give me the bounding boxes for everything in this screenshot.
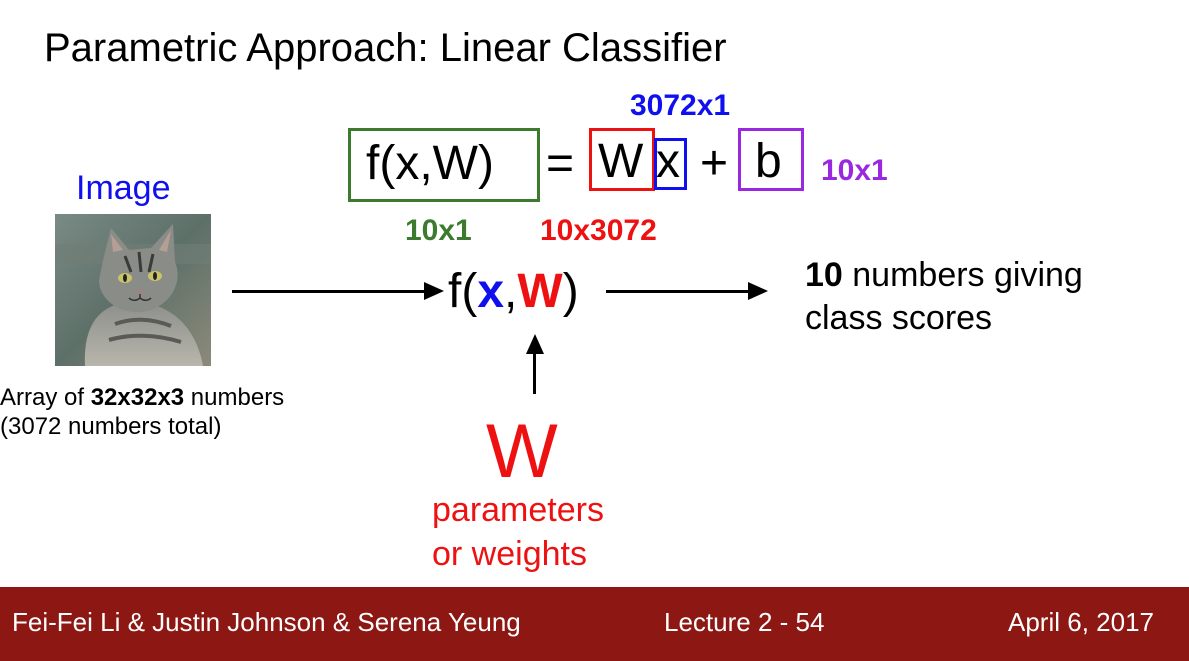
- slide-footer: Fei-Fei Li & Justin Johnson & Serena Yeu…: [0, 587, 1189, 661]
- dim-b-label: 10x1: [821, 154, 888, 187]
- equation-lhs: f(x,W): [366, 137, 494, 190]
- caption-pre: Array of: [0, 384, 91, 411]
- output-line1-rest: numbers giving: [842, 256, 1083, 294]
- w-box: [589, 128, 655, 191]
- weights-label-line1: parameters: [432, 491, 604, 529]
- fn-comma: ,: [504, 265, 518, 318]
- arrow-output-line: [606, 290, 751, 293]
- x-box: [654, 138, 687, 190]
- equation-plus: +: [700, 137, 729, 190]
- fn-close: ): [562, 265, 579, 318]
- arrow-weights-head: [526, 334, 544, 354]
- arrow-weights-line: [533, 352, 536, 394]
- footer-authors: Fei-Fei Li & Justin Johnson & Serena Yeu…: [12, 607, 521, 637]
- cat-image: [55, 214, 211, 366]
- dim-x-label: 3072x1: [630, 89, 731, 122]
- weights-symbol: W: [486, 409, 558, 494]
- arrow-output-head: [748, 282, 768, 300]
- caption-bold-dims: 32x32x3: [90, 384, 185, 411]
- fn-x: x: [477, 265, 505, 318]
- image-label: Image: [76, 169, 171, 207]
- dim-f-label: 10x1: [405, 214, 472, 247]
- lhs-box: [348, 128, 540, 202]
- fn-open: f(: [448, 265, 478, 318]
- equation-w: W: [598, 135, 644, 188]
- output-line1: 10 numbers giving: [805, 255, 1083, 295]
- footer-date: April 6, 2017: [1008, 607, 1154, 637]
- weights-label-line2: or weights: [432, 535, 587, 573]
- caption-post: numbers: [184, 384, 285, 411]
- function-node: f(x,W): [448, 264, 579, 320]
- arrow-input-head: [424, 282, 444, 300]
- slide-title: Parametric Approach: Linear Classifier: [44, 26, 727, 70]
- arrow-input-line: [232, 290, 427, 293]
- footer-lecture: Lecture 2 - 54: [664, 607, 825, 637]
- equation-x: x: [656, 135, 680, 188]
- output-line2: class scores: [805, 299, 993, 337]
- dim-w-label: 10x3072: [540, 214, 657, 247]
- b-box: [738, 128, 804, 191]
- image-caption-line2: (3072 numbers total): [0, 413, 222, 440]
- fn-w: W: [517, 265, 563, 318]
- output-count: 10: [805, 256, 843, 294]
- equation-b: b: [755, 135, 782, 188]
- equation-equals: =: [546, 137, 575, 190]
- image-caption-line1: Array of 32x32x3 numbers: [0, 383, 284, 413]
